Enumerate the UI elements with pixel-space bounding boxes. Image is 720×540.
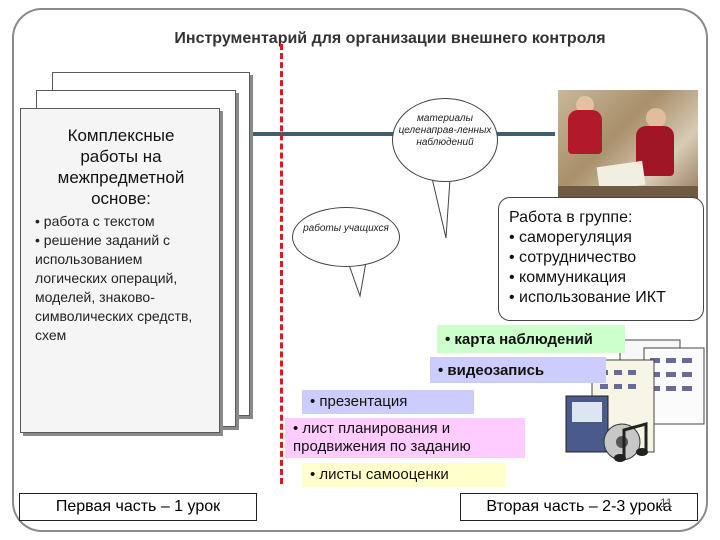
student-head	[646, 108, 666, 128]
tag-self-assessment: • листы самооценки	[302, 463, 506, 487]
doc-title: Комплексные работы на межпредметной осно…	[57, 126, 185, 208]
classroom-photo	[558, 90, 698, 206]
group-work-title: Работа в группе:	[509, 209, 633, 226]
materials-bubble-tail	[431, 177, 451, 239]
slide-number: 11	[660, 496, 673, 510]
group-work-item: • использование ИКТ	[509, 289, 666, 306]
student-work-bubble: работы учащихся	[292, 207, 400, 267]
tag-planning-sheet: • лист планирования и продвижения по зад…	[285, 418, 525, 458]
doc-list: • работа с текстом • решение заданий с и…	[35, 212, 217, 345]
group-work-box: Работа в группе: • саморегуляция • сотру…	[498, 197, 704, 321]
tag-video: • видеозапись	[430, 357, 606, 383]
group-work-item: • сотрудничество	[509, 249, 637, 266]
tag-presentation: • презентация	[302, 390, 474, 414]
group-work-item: • коммуникация	[509, 269, 627, 286]
media-clipart-icon	[565, 339, 705, 462]
tag-observation-map: • карта наблюдений	[437, 325, 625, 353]
student-head	[576, 96, 594, 114]
slide-frame	[12, 8, 708, 532]
doc-list-item: • работа с текстом	[35, 213, 155, 229]
work-bubble-tail	[347, 261, 367, 298]
connector-line	[225, 132, 555, 136]
part-one-label: Первая часть – 1 урок	[19, 493, 257, 521]
doc-list-item: • решение заданий с использованием логич…	[35, 232, 193, 343]
materials-bubble: материалы целенаправ-ленных наблюдений	[392, 98, 498, 182]
slide-title: Инструментарий для организации внешнего …	[174, 30, 606, 47]
part-divider-line	[280, 44, 283, 484]
part-two-label: Вторая часть – 2-3 урока	[460, 493, 698, 521]
doc-page-front: Комплексные работы на межпредметной осно…	[20, 108, 220, 433]
group-work-item: • саморегуляция	[509, 229, 632, 246]
student-body	[568, 110, 602, 154]
